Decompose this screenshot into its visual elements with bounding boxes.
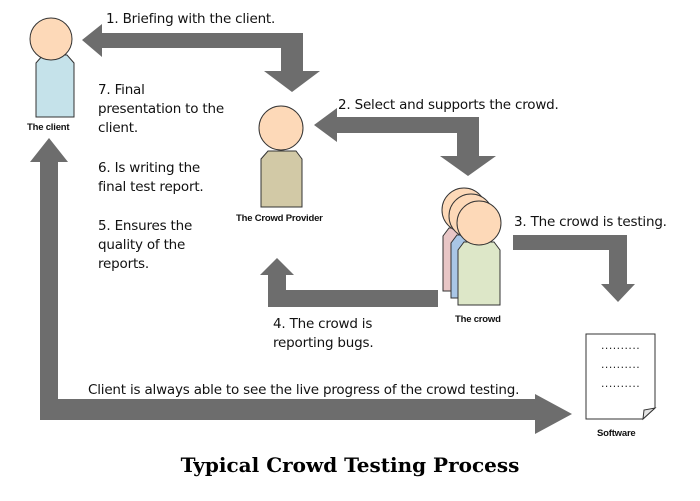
arrow-live-progress [30,138,572,434]
step-1-label: 1. Briefing with the client. [106,11,276,27]
provider-figure [258,105,304,208]
arrow-reporting-bugs [260,258,438,307]
client-body [35,54,75,118]
provider-head [258,105,304,151]
live-progress-label: Client is always able to see the live pr… [88,382,520,398]
step-3-label: 3. The crowd is testing. [514,214,667,230]
step-5-label: 5. Ensures the quality of the reports. [98,217,192,274]
step-4-label: 4. The crowd is reporting bugs. [273,315,374,353]
crowd-body-front [457,241,501,306]
step-2-label: 2. Select and supports the crowd. [338,97,559,113]
document-line: .......... [600,361,641,371]
arrow-select-crowd [314,108,496,176]
software-caption: Software [597,428,636,439]
arrow-crowd-testing [513,235,635,302]
step-6-line-1: 6. Is writing the [98,160,201,176]
client-head [29,17,73,61]
step-6-label: 6. Is writing the final test report. [98,159,204,197]
step-4-line-2: reporting bugs. [273,335,374,351]
diagram-title: Typical Crowd Testing Process [180,453,520,477]
step-5-line-2: quality of the [98,237,186,253]
document-line: .......... [600,380,641,390]
step-5-line-3: reports. [98,256,149,272]
step-7-line-1: 7. Final [98,82,145,98]
document-line: .......... [600,342,641,352]
provider-caption: The Crowd Provider [236,213,323,224]
step-7-line-2: presentation to the [98,101,224,117]
step-4-line-1: 4. The crowd is [273,316,373,332]
crowd-caption: The crowd [455,314,501,325]
step-5-line-1: 5. Ensures the [98,218,193,234]
client-figure [29,17,75,118]
document-lines: .......... .......... .......... [600,338,641,395]
step-7-label: 7. Final presentation to the client. [98,81,224,138]
step-7-line-3: client. [98,120,138,136]
step-6-line-2: final test report. [98,179,204,195]
arrow-briefing [82,24,320,92]
document-icon [585,333,657,421]
crowd-figure [441,187,502,306]
provider-body [260,150,303,208]
client-caption: The client [27,122,70,133]
crowd-head-front [456,200,502,246]
